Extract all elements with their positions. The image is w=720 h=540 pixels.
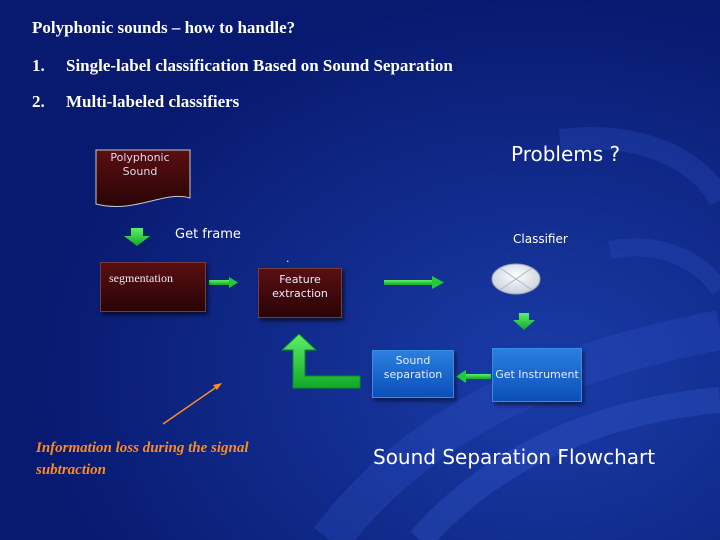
- list-text: Single-label classification Based on Sou…: [66, 56, 453, 75]
- segmentation-box: segmentation: [100, 262, 206, 312]
- information-loss-note: Information loss during the signal subtr…: [36, 440, 249, 478]
- list-number: 2.: [32, 92, 45, 111]
- polyphonic-sound-shape: [95, 149, 191, 207]
- slide-title: Polyphonic sounds – how to handle?: [32, 18, 296, 37]
- flowchart-caption: Sound Separation Flowchart: [373, 445, 656, 469]
- arrow-left-icon: [456, 370, 491, 383]
- feedback-arrow-icon: [280, 333, 361, 389]
- sound-separation-box: Sound separation: [372, 350, 454, 398]
- problems-label: Problems ?: [511, 142, 621, 166]
- classifier-label: Classifier: [513, 232, 568, 246]
- feature-dot: .: [286, 252, 290, 265]
- list-text: Multi-labeled classifiers: [66, 92, 240, 111]
- feature-extraction-box: Feature extraction: [258, 268, 342, 318]
- arrow-right-icon: [209, 277, 238, 288]
- orange-arrow-icon: [162, 383, 222, 425]
- arrow-down-icon: [513, 313, 535, 330]
- get-frame-label: Get frame: [175, 227, 241, 242]
- polyphonic-sound-label: Polyphonic Sound: [110, 151, 170, 178]
- classifier-node: [491, 263, 541, 295]
- arrow-right-long-icon: [384, 276, 444, 289]
- arrow-down-icon: [124, 228, 150, 246]
- get-instrument-box: Get Instrument: [492, 348, 582, 402]
- list-number: 1.: [32, 56, 45, 75]
